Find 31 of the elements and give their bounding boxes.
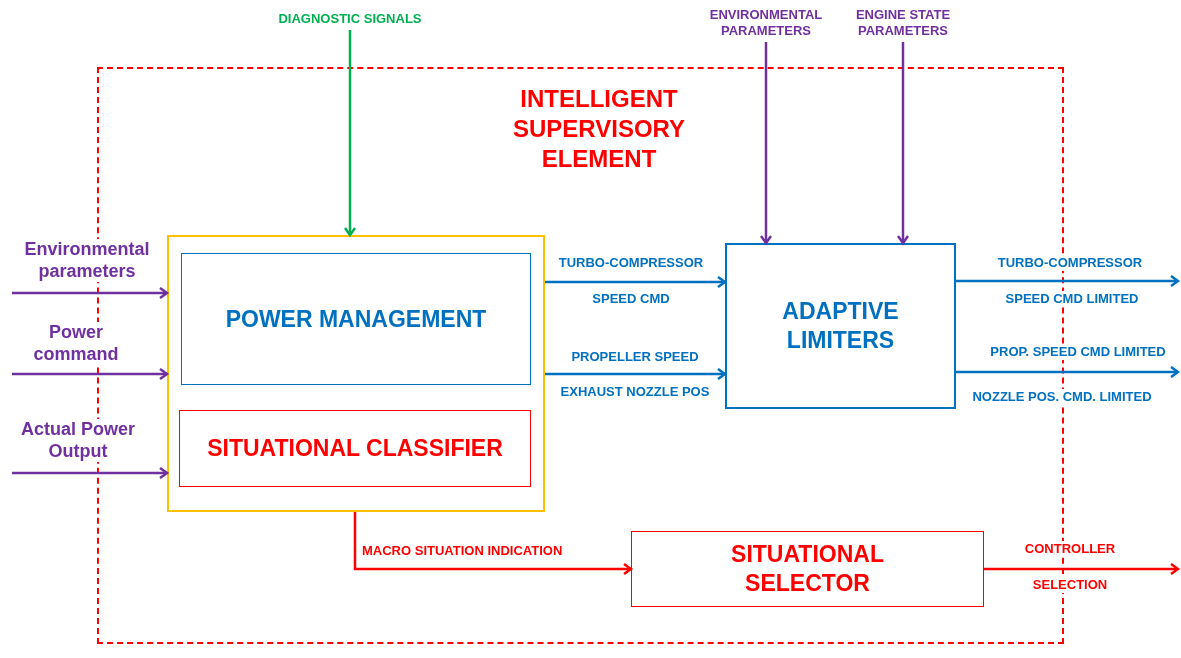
arrow <box>984 562 1180 576</box>
signal-label: SPEED CMD LIMITED <box>1005 291 1139 307</box>
arrow <box>956 274 1180 288</box>
process-box <box>181 253 531 385</box>
arrow <box>353 512 633 576</box>
signal-label: ENVIRONMENTAL PARAMETERS <box>708 6 824 40</box>
arrow <box>545 367 727 381</box>
arrow <box>545 275 727 289</box>
process-box <box>179 410 531 487</box>
process-box <box>725 243 956 409</box>
arrow <box>12 286 169 300</box>
edge-label: CONTROLLER <box>1024 541 1116 557</box>
box-label: SITUATIONAL CLASSIFIER <box>207 434 503 463</box>
signal-label: NOZZLE POS. CMD. LIMITED <box>972 389 1152 405</box>
arrow <box>896 42 910 245</box>
module-box <box>167 235 545 512</box>
arrow <box>343 30 357 237</box>
arrow <box>759 42 773 245</box>
box-label: SITUATIONAL SELECTOR <box>730 540 885 598</box>
signal-label: SELECTION <box>1032 577 1108 593</box>
arrow <box>12 466 169 480</box>
edge-label: PROP. SPEED CMD LIMITED <box>990 344 1166 360</box>
box-label: POWER MANAGEMENT <box>225 304 487 334</box>
title: INTELLIGENT SUPERVISORY ELEMENT <box>511 84 687 174</box>
arrow <box>12 367 169 381</box>
process-box <box>631 531 984 607</box>
arrow <box>956 365 1180 379</box>
box-label: ADAPTIVE LIMITERS <box>781 297 900 355</box>
signal-label: DIAGNOSTIC SIGNALS <box>278 10 422 28</box>
signal-label: ENGINE STATE PARAMETERS <box>854 6 952 40</box>
edge-label: TURBO-COMPRESSOR <box>997 255 1143 271</box>
